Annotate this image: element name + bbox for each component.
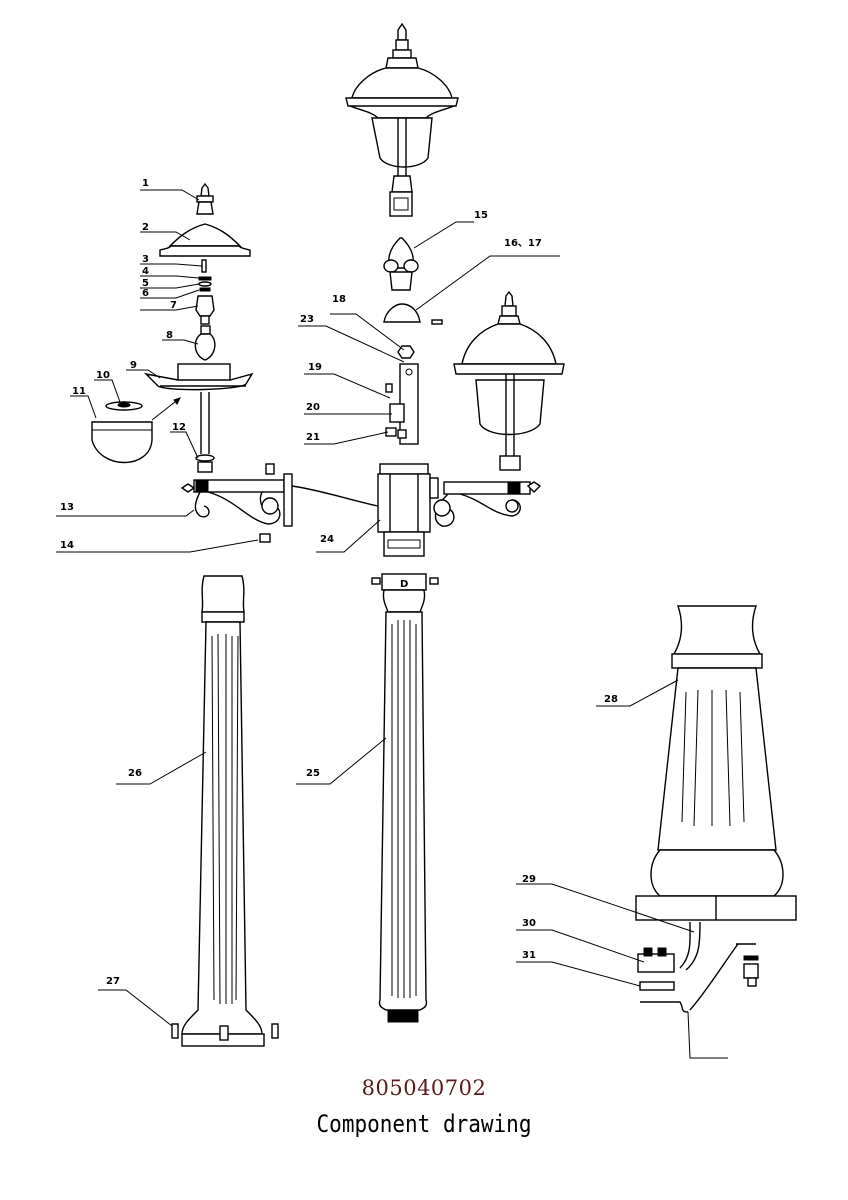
label-14: 14 (60, 540, 74, 551)
label-16-17: 16、17 (504, 238, 542, 249)
pole-center: D (371, 573, 439, 1023)
label-3: 3 (142, 254, 149, 265)
center-assembly (377, 237, 443, 557)
left-lamp-parts (91, 182, 254, 473)
right-lantern (433, 290, 565, 527)
label-6: 6 (142, 288, 149, 299)
leader-lines (56, 189, 728, 1059)
label-19: 19 (308, 362, 322, 373)
label-13: 13 (60, 502, 74, 513)
left-arm (180, 463, 379, 543)
label-24: 25 (306, 768, 320, 779)
label-12: 12 (172, 422, 186, 433)
label-1: 1 (142, 178, 149, 189)
pole-left (171, 575, 279, 1047)
label-7: 7 (170, 300, 177, 311)
part-number-labels: 1 2 3 4 5 6 7 8 9 10 11 12 13 14 15 16、1… (60, 178, 618, 987)
label-30: 31 (522, 950, 536, 961)
label-27: 28 (604, 694, 618, 705)
label-15: 15 (474, 210, 488, 221)
label-10: 10 (96, 370, 110, 381)
label-11: 11 (72, 386, 86, 397)
label-8: 8 (166, 330, 173, 341)
label-18: 18 (332, 294, 346, 305)
label-2: 2 (142, 222, 149, 233)
base (635, 605, 797, 1013)
svg-text:D: D (400, 579, 408, 590)
top-lantern (345, 22, 459, 217)
label-4: 4 (142, 266, 149, 277)
label-25: 26 (128, 768, 142, 779)
drawing-code: 805040702 (361, 1076, 487, 1100)
label-5: 5 (142, 278, 149, 289)
label-28: 29 (522, 874, 536, 885)
label-20: 20 (306, 402, 320, 413)
label-9: 9 (130, 360, 137, 371)
label-26: 27 (106, 976, 120, 987)
label-29: 30 (522, 918, 536, 929)
drawing-caption: Component drawing (316, 1110, 532, 1138)
label-22: 23 (300, 314, 314, 325)
label-23: 24 (320, 534, 334, 545)
label-21: 21 (306, 432, 320, 443)
